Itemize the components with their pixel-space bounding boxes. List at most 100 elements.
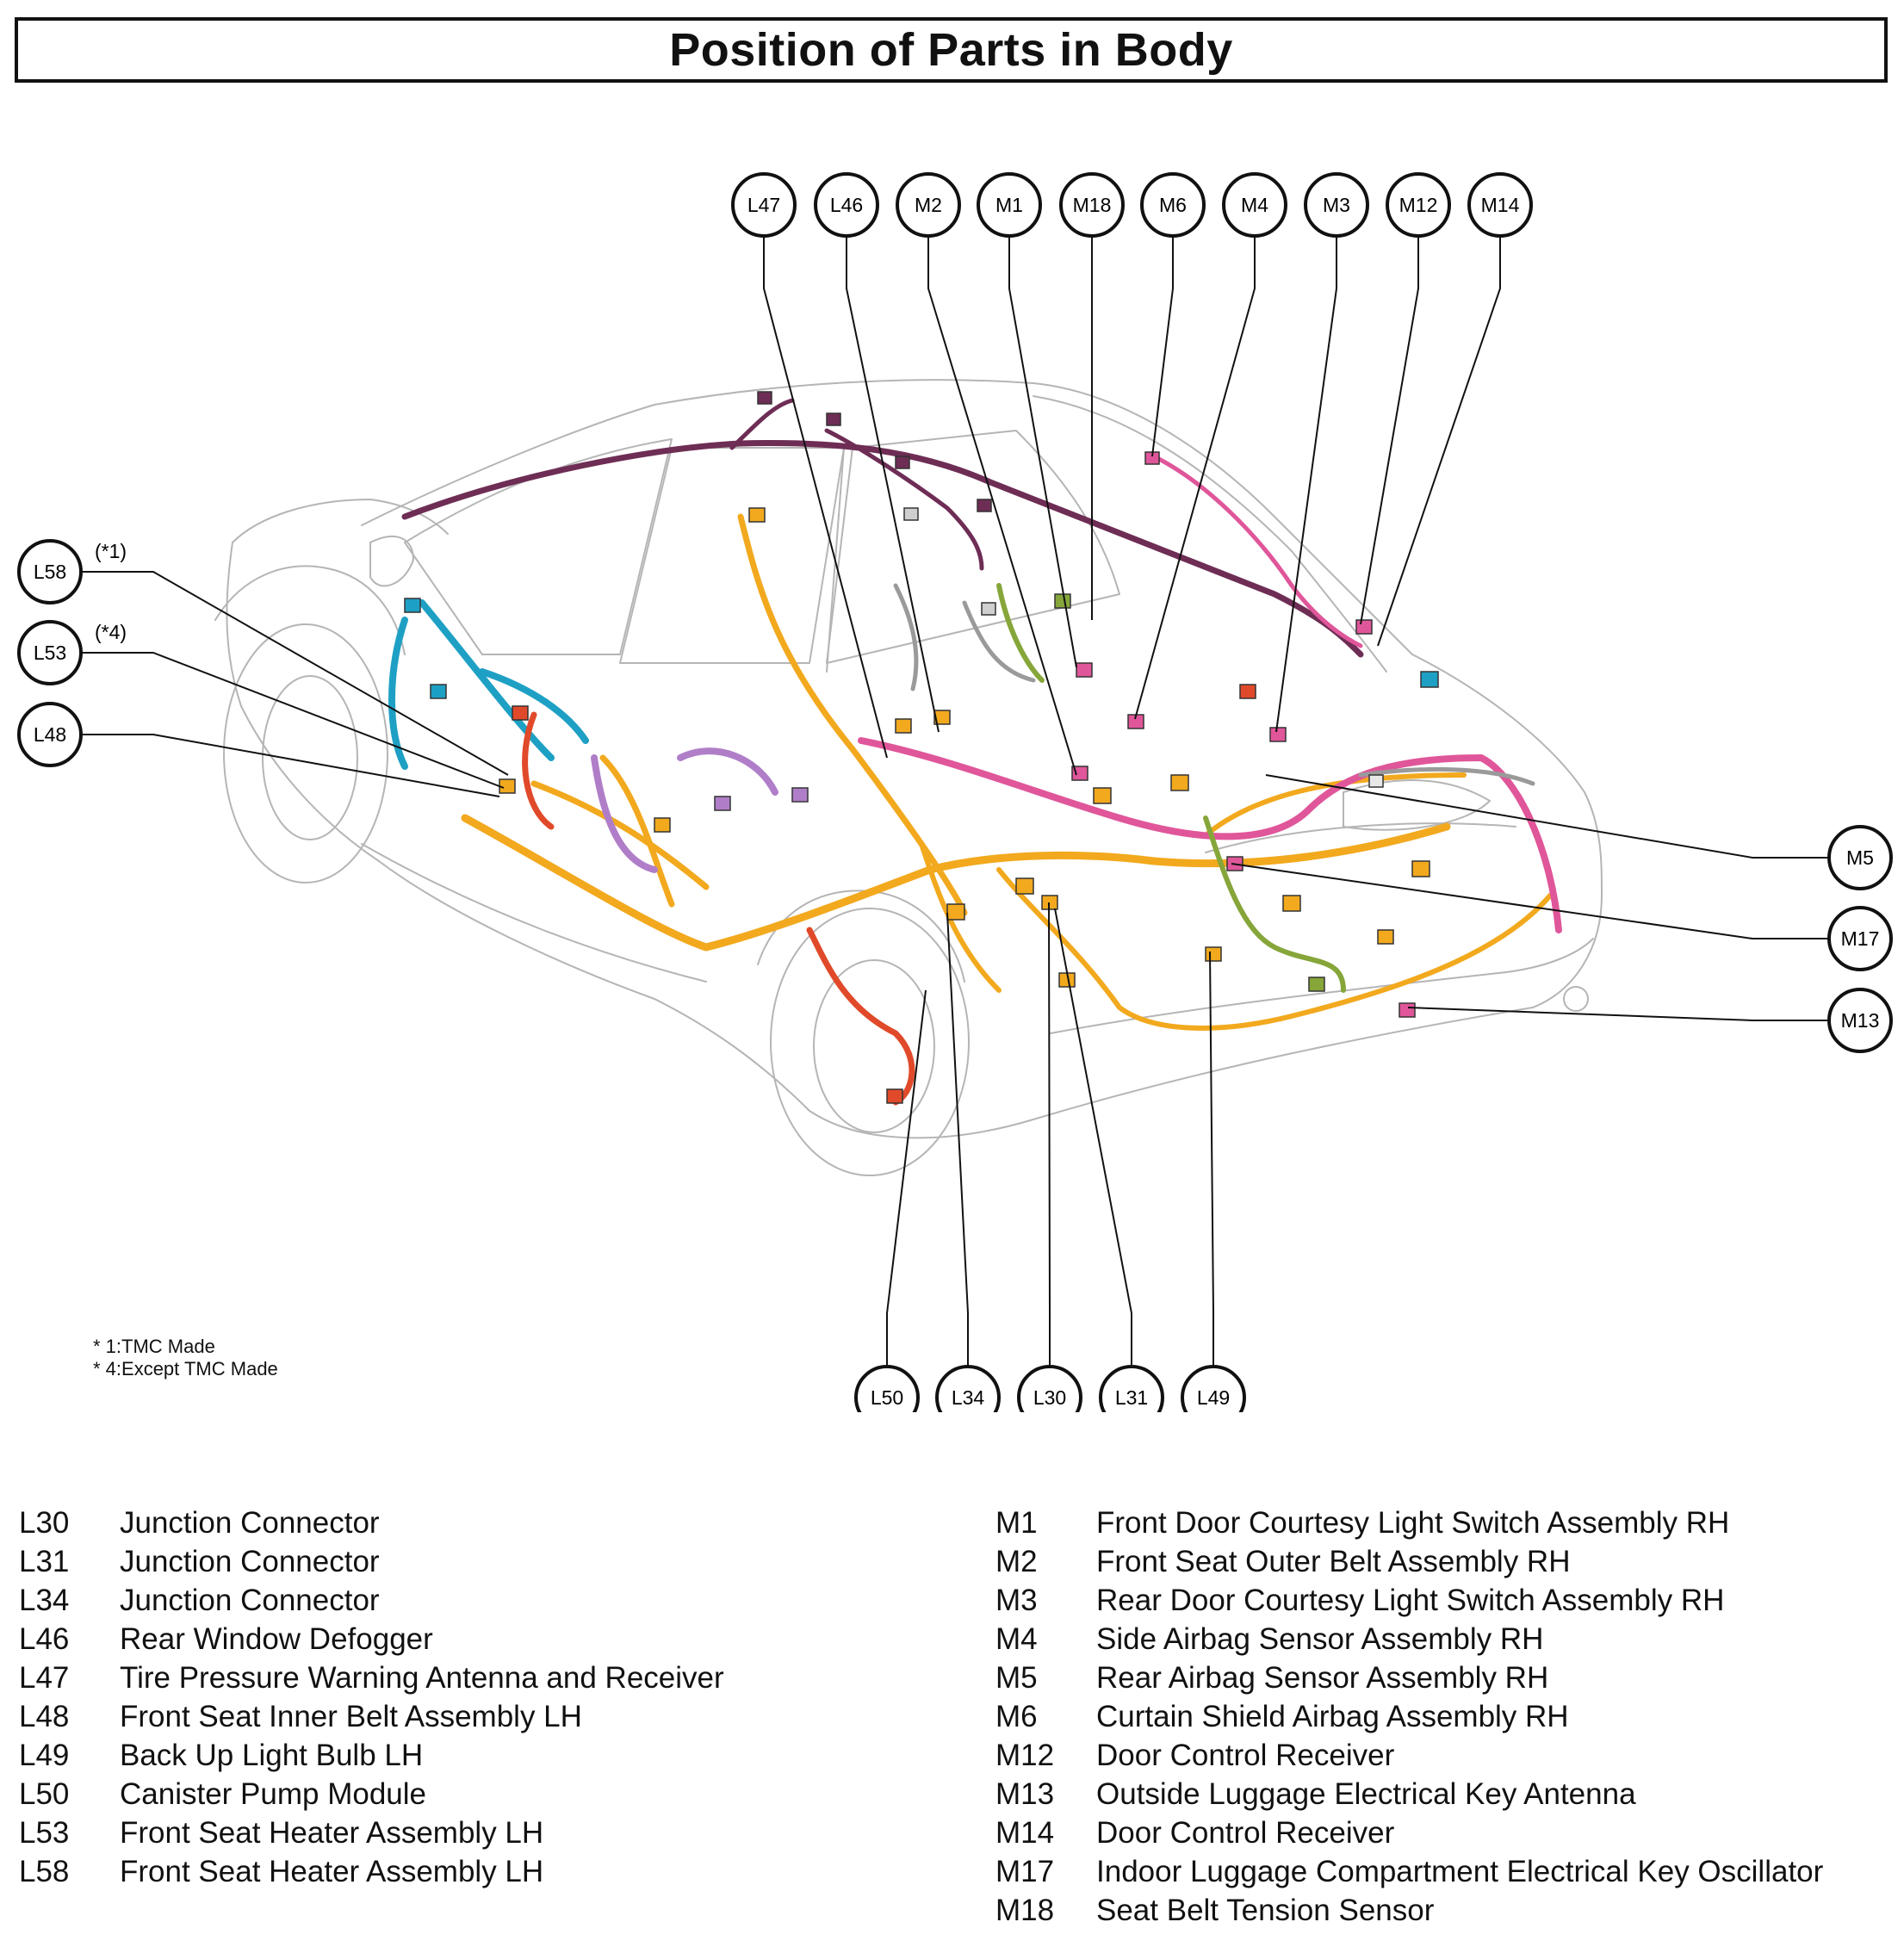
front-wheel-inner <box>262 675 358 840</box>
callout-text: L34 <box>952 1386 985 1409</box>
leader-L31 <box>1054 908 1132 1367</box>
callout-text: M4 <box>1241 194 1268 216</box>
legend-name: Front Seat Heater Assembly LH <box>120 1855 544 1888</box>
legend-code: M2 <box>995 1545 1038 1578</box>
leader-M13 <box>1407 1007 1829 1021</box>
rear-window <box>1033 395 1387 673</box>
rear-lamp-left <box>1563 986 1589 1012</box>
connector-purple <box>977 499 992 512</box>
legend-name: Front Door Courtesy Light Switch Assembl… <box>1096 1506 1730 1540</box>
connector-orange <box>1282 895 1301 912</box>
harness-gray <box>893 583 1535 786</box>
legend-name: Tire Pressure Warning Antenna and Receiv… <box>120 1661 724 1695</box>
callout-M6: M6 <box>1140 172 1206 238</box>
connector-blue <box>1420 671 1439 688</box>
harness-red <box>522 711 915 1106</box>
leader-L47 <box>763 237 888 759</box>
connector-pink <box>1269 727 1287 742</box>
callout-text: M6 <box>1159 194 1187 216</box>
front-wheel-arch <box>214 565 406 655</box>
callout-M14: M14 <box>1467 172 1533 238</box>
harness-green <box>996 583 1346 993</box>
legend-name: Rear Airbag Sensor Assembly RH <box>1096 1661 1549 1695</box>
legend-code: L58 <box>19 1855 70 1888</box>
connector-pink <box>1076 662 1093 678</box>
connector-pink <box>1071 766 1088 781</box>
callout-text: L30 <box>1033 1386 1066 1409</box>
callout-note: (*1) <box>95 540 127 562</box>
leader-M2 <box>927 237 1077 776</box>
leader-M14 <box>1377 237 1501 647</box>
wire-harnesses <box>388 398 1562 1106</box>
callout-text: M3 <box>1323 194 1350 216</box>
callout-L30: L30 <box>1017 1365 1082 1412</box>
legend-row: M2 Front Seat Outer Belt Assembly RH <box>995 1542 1823 1581</box>
callout-note: (*4) <box>95 621 127 643</box>
connector-orange <box>1377 929 1394 945</box>
rear-wheel-outer <box>770 908 970 1176</box>
legend-code: L30 <box>19 1506 70 1540</box>
connector-red <box>512 705 529 721</box>
callout-L50: L50 <box>854 1365 920 1412</box>
side-mirror <box>369 535 414 587</box>
legend-name: Side Airbag Sensor Assembly RH <box>1096 1622 1544 1656</box>
legend-code: M3 <box>995 1584 1038 1617</box>
connector-orange <box>933 710 951 725</box>
connector-pink <box>1355 619 1373 635</box>
connector-gray <box>903 507 919 521</box>
callout-text: L53 <box>34 642 66 664</box>
connector-purple <box>895 456 910 469</box>
callout-text: M1 <box>995 194 1023 216</box>
legend-name: Outside Luggage Electrical Key Antenna <box>1096 1777 1636 1811</box>
legend-name: Junction Connector <box>120 1584 380 1617</box>
callout-L58: L58 <box>17 539 83 604</box>
tail-light <box>1343 779 1491 831</box>
connector-red <box>886 1088 903 1104</box>
callout-text: L48 <box>34 723 66 746</box>
callout-L34: L34 <box>935 1365 1001 1412</box>
leader-L34 <box>946 912 969 1367</box>
connector-orange <box>895 718 912 734</box>
harness-purple-roof <box>401 439 1364 658</box>
legend-code: M14 <box>995 1816 1055 1850</box>
leader-M12 <box>1360 237 1419 625</box>
callout-text: M13 <box>1841 1009 1880 1032</box>
legend-row: L34 Junction Connector <box>19 1581 724 1620</box>
legend-name: Indoor Luggage Compartment Electrical Ke… <box>1096 1855 1824 1888</box>
connector-lavender <box>714 796 731 811</box>
page-title: Position of Parts in Body <box>669 24 1233 76</box>
leader-L46 <box>846 237 940 733</box>
legend-code: L53 <box>19 1816 70 1850</box>
callout-text: M5 <box>1846 846 1874 869</box>
harness-orange-front <box>530 513 968 916</box>
callout-M12: M12 <box>1386 172 1451 238</box>
leader-L49 <box>1209 951 1214 1367</box>
harness-pink-side <box>858 737 1562 933</box>
legend-code: L49 <box>19 1739 70 1772</box>
footnote: * 4:Except TMC Made <box>93 1358 278 1380</box>
legend-code: L48 <box>19 1700 70 1733</box>
rear-wheel-inner <box>813 959 935 1133</box>
callout-M5: M5 <box>1827 825 1893 890</box>
legend-code: L34 <box>19 1584 70 1617</box>
legend-name: Curtain Shield Airbag Assembly RH <box>1096 1700 1569 1733</box>
legend-name: Rear Window Defogger <box>120 1622 433 1656</box>
connectors <box>404 391 1439 1104</box>
leader-M17 <box>1231 863 1829 939</box>
roof-outline <box>361 379 1413 655</box>
connector-gray <box>981 602 996 616</box>
connector-orange <box>1411 860 1430 877</box>
title-box: Position of Parts in Body <box>15 17 1888 83</box>
callout-L46: L46 <box>814 172 879 238</box>
legend-name: Front Seat Outer Belt Assembly RH <box>1096 1545 1571 1578</box>
leader-M5 <box>1265 774 1829 859</box>
